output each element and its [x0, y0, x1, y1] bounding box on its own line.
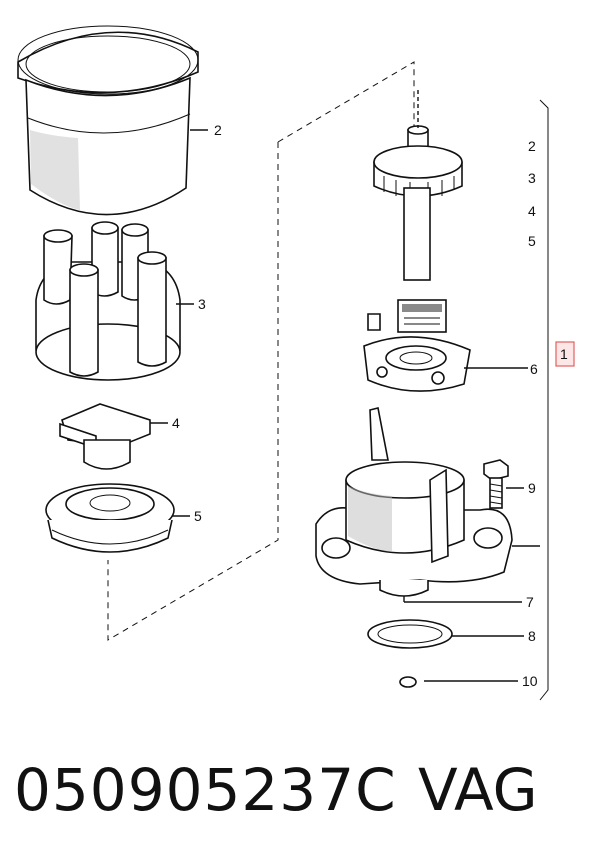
callout-10: 10: [522, 673, 538, 689]
callout-5-right: 5: [528, 233, 536, 249]
group-bracket: [539, 99, 549, 701]
callout-7: 7: [526, 594, 534, 610]
callout-9: 9: [528, 480, 536, 496]
callout-2-right: 2: [528, 138, 536, 154]
brand-name: VAG: [418, 756, 538, 824]
washer-part: [399, 676, 518, 688]
assembly-callout-box: [555, 341, 575, 367]
exploded-parts-diagram: 2 3 4 5 2 3 4 5 6 7 8 9 10 1: [17, 25, 575, 701]
callout-1: 1: [560, 346, 568, 362]
distributor-cap-part: [35, 221, 194, 381]
callout-3-left: 3: [198, 296, 206, 312]
shaft-gear-part: [373, 90, 463, 281]
callout-8: 8: [528, 628, 536, 644]
caption-bar: 050905237C VAG: [14, 758, 594, 838]
callout-6: 6: [530, 361, 538, 377]
shield-cup-part: [17, 25, 208, 216]
o-ring-part: [367, 619, 524, 649]
callout-4-right: 4: [528, 203, 536, 219]
dust-seal-part: [45, 483, 190, 553]
rotor-part: [59, 403, 168, 470]
callout-4-left: 4: [172, 415, 180, 431]
hall-sender-part: [363, 299, 528, 392]
assembly-callout-1[interactable]: 1: [555, 341, 575, 367]
callout-5-left: 5: [194, 508, 202, 524]
callout-3-right: 3: [528, 170, 536, 186]
assembly-guide-lines: [107, 61, 415, 641]
callout-2-left: 2: [214, 122, 222, 138]
part-number: 050905237C: [14, 756, 397, 824]
distributor-housing-part: [315, 407, 540, 602]
bolt-part: [483, 459, 524, 509]
